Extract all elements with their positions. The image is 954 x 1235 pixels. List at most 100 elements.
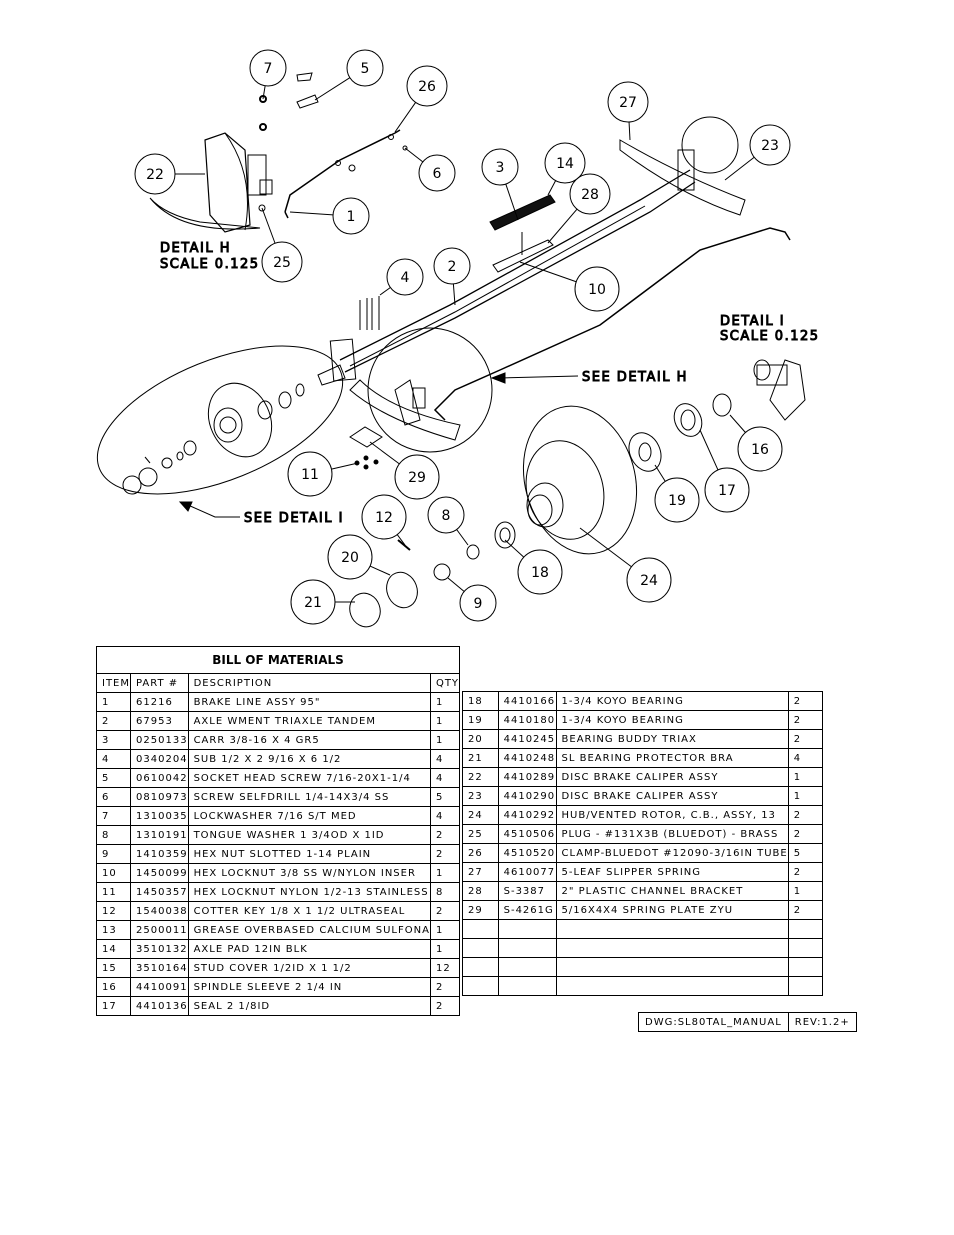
bom-description: SL BEARING PROTECTOR BRA [555, 748, 789, 768]
callout-number: 5 [361, 61, 370, 77]
callout-leader [261, 207, 276, 244]
bom-item: 8 [95, 825, 132, 845]
callout-circle [626, 557, 672, 603]
see-detail-h-leader [499, 375, 579, 379]
callout-number: 25 [273, 255, 291, 271]
detail-h-caliper [149, 72, 408, 233]
callout-circle [433, 247, 471, 285]
bom-item: 26 [462, 843, 499, 863]
see-detail-i-label: SEE DETAIL I [244, 511, 344, 526]
callout-circle [737, 426, 783, 472]
bom-item: 7 [95, 806, 132, 826]
callout-circle [327, 534, 373, 580]
bom-part-number: 3510132 [130, 939, 189, 959]
callout-number: 28 [581, 187, 599, 203]
bom-row [462, 919, 824, 939]
bom-qty: 4 [429, 806, 461, 826]
bom-description: DISC BRAKE CALIPER ASSY [555, 767, 789, 787]
callout-number: 17 [718, 483, 736, 499]
bom-qty: 2 [787, 862, 824, 882]
bom-qty: 2 [429, 996, 461, 1016]
bom-description: BRAKE LINE ASSY 95" [187, 692, 431, 712]
bom-item: 14 [95, 939, 132, 959]
bom-part-number: 0340204 [130, 749, 189, 769]
header-part: PART # [130, 673, 189, 693]
callout-number: 10 [588, 282, 606, 298]
bom-part-number: 1450357 [130, 882, 189, 902]
bom-qty: 4 [787, 748, 824, 768]
bom-description: STUD COVER 1/2ID X 1 1/2 [187, 958, 431, 978]
detail-h-small-caliper [394, 379, 426, 426]
header-description: DESCRIPTION [187, 673, 431, 693]
bom-row [462, 957, 824, 977]
bom-row [462, 938, 824, 958]
callout-number: 6 [433, 166, 442, 182]
callout-leader [456, 529, 469, 546]
bom-part-number: S-3387 [497, 881, 557, 901]
see-detail-h-label: SEE DETAIL H [582, 370, 688, 385]
callout-leader [519, 261, 577, 283]
bom-part-number: 4410166 [497, 691, 557, 711]
bom-description: 1-3/4 KOYO BEARING [555, 691, 789, 711]
header-item: ITEM [95, 673, 132, 693]
revision: REV:1.2+ [787, 1013, 856, 1031]
bom-item: 27 [462, 862, 499, 882]
callout-number: 11 [301, 467, 319, 483]
bom-item [462, 919, 499, 939]
axle-beam [317, 116, 746, 441]
bom-qty: 1 [429, 920, 461, 940]
see-detail-h-arrow [490, 372, 506, 384]
bom-qty: 2 [429, 977, 461, 997]
callout-circle [704, 467, 750, 513]
bom-part-number: 0610042 [130, 768, 189, 788]
bom-row [462, 976, 824, 996]
bom-item: 29 [462, 900, 499, 920]
bom-item: 6 [95, 787, 132, 807]
callout-number: 16 [751, 442, 769, 458]
callout-number: 20 [341, 550, 359, 566]
bom-description: SCREW SELFDRILL 1/4-14X3/4 SS [187, 787, 431, 807]
bom-item: 25 [462, 824, 499, 844]
callout-leader [654, 464, 666, 482]
bom-part-number: 4510506 [497, 824, 557, 844]
bom-description: COTTER KEY 1/8 X 1 1/2 ULTRASEAL [187, 901, 431, 921]
bom-description: AXLE WMENT TRIAXLE TANDEM [187, 711, 431, 731]
callout-circle [249, 49, 287, 87]
bom-qty: 1 [429, 711, 461, 731]
callout-number: 19 [668, 493, 686, 509]
detail-i-label: DETAIL I [720, 314, 785, 329]
hub-rotor [522, 405, 638, 555]
detail-h-label: DETAIL H [160, 241, 231, 256]
bom-part-number: 4610077 [497, 862, 557, 882]
callout-leader [369, 441, 400, 465]
callout-leader [505, 183, 519, 221]
callout-circle [418, 154, 456, 192]
bom-qty [787, 919, 824, 939]
bom-item: 18 [462, 691, 499, 711]
bom-part-number: 4410289 [497, 767, 557, 787]
bom-part-number: 1410359 [130, 844, 189, 864]
callout-circle [346, 49, 384, 87]
detail-i-scale: SCALE 0.125 [720, 329, 820, 344]
bom-item: 19 [462, 710, 499, 730]
bom-qty: 1 [429, 939, 461, 959]
bom-qty: 12 [429, 958, 461, 978]
detail-h-circle [367, 327, 493, 453]
bom-qty: 1 [429, 692, 461, 712]
header-qty: QTY [429, 673, 461, 693]
callout-leader [724, 156, 755, 181]
bom-part-number: 4410136 [130, 996, 189, 1016]
